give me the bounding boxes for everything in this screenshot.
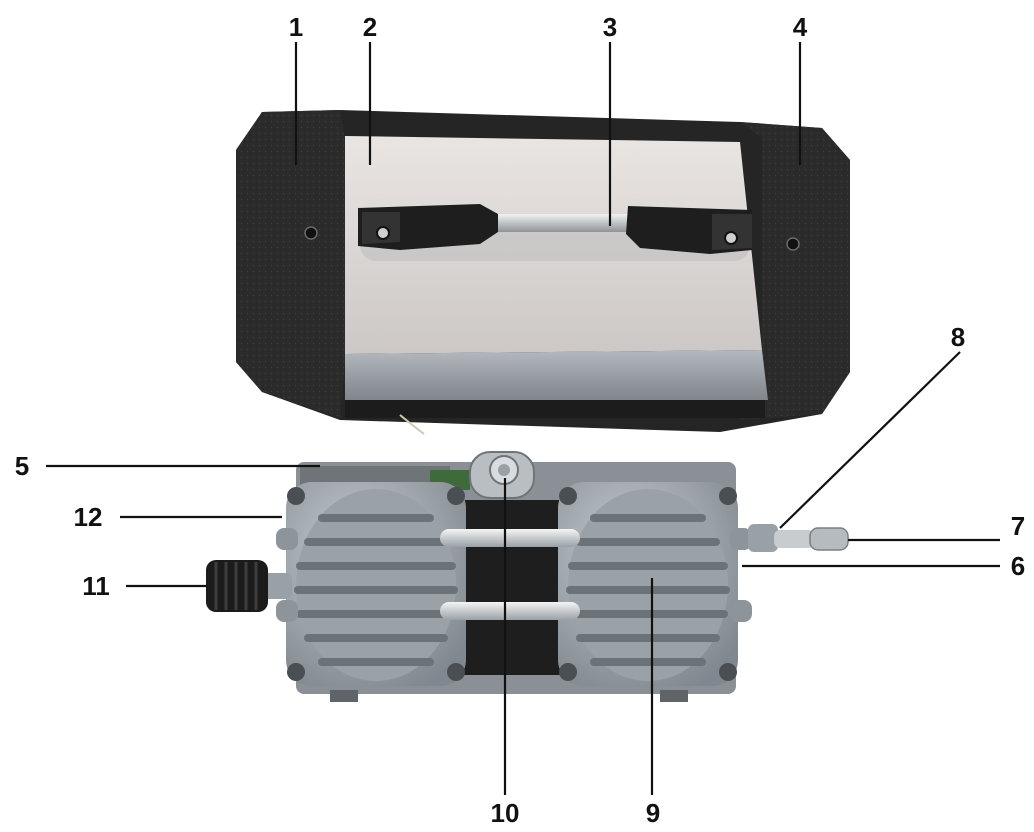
callout-5: 5 bbox=[15, 451, 29, 481]
pump-assembly bbox=[206, 451, 849, 702]
callout-8: 8 bbox=[951, 322, 965, 352]
outlet-connector bbox=[748, 524, 849, 552]
callout-2: 2 bbox=[363, 12, 377, 42]
lower-connecting-tube bbox=[440, 602, 580, 620]
right-screw bbox=[786, 237, 800, 251]
callout-labels: 1 2 3 4 5 6 7 8 9 10 11 12 bbox=[15, 12, 1025, 828]
callout-12: 12 bbox=[74, 502, 103, 532]
left-end-cap bbox=[236, 110, 345, 418]
right-end-cap bbox=[740, 122, 850, 420]
callout-7: 7 bbox=[1011, 511, 1025, 541]
upper-connecting-tube bbox=[440, 529, 580, 547]
callout-11: 11 bbox=[82, 571, 110, 601]
case-top-view bbox=[236, 110, 850, 435]
callout-4: 4 bbox=[793, 12, 808, 42]
front-metal-strip bbox=[345, 350, 768, 404]
leader-lines bbox=[46, 42, 1000, 795]
callout-6: 6 bbox=[1011, 551, 1025, 581]
callout-10: 10 bbox=[491, 798, 520, 828]
leader-8 bbox=[779, 351, 961, 529]
callout-9: 9 bbox=[646, 798, 660, 828]
left-screw bbox=[304, 226, 318, 240]
left-pump-head bbox=[286, 482, 466, 686]
callout-1: 1 bbox=[289, 12, 303, 42]
right-pump-head bbox=[558, 482, 738, 686]
adjustment-knob bbox=[206, 560, 292, 612]
callout-3: 3 bbox=[603, 12, 617, 42]
carry-handle bbox=[358, 204, 752, 261]
top-fitting bbox=[469, 451, 535, 499]
